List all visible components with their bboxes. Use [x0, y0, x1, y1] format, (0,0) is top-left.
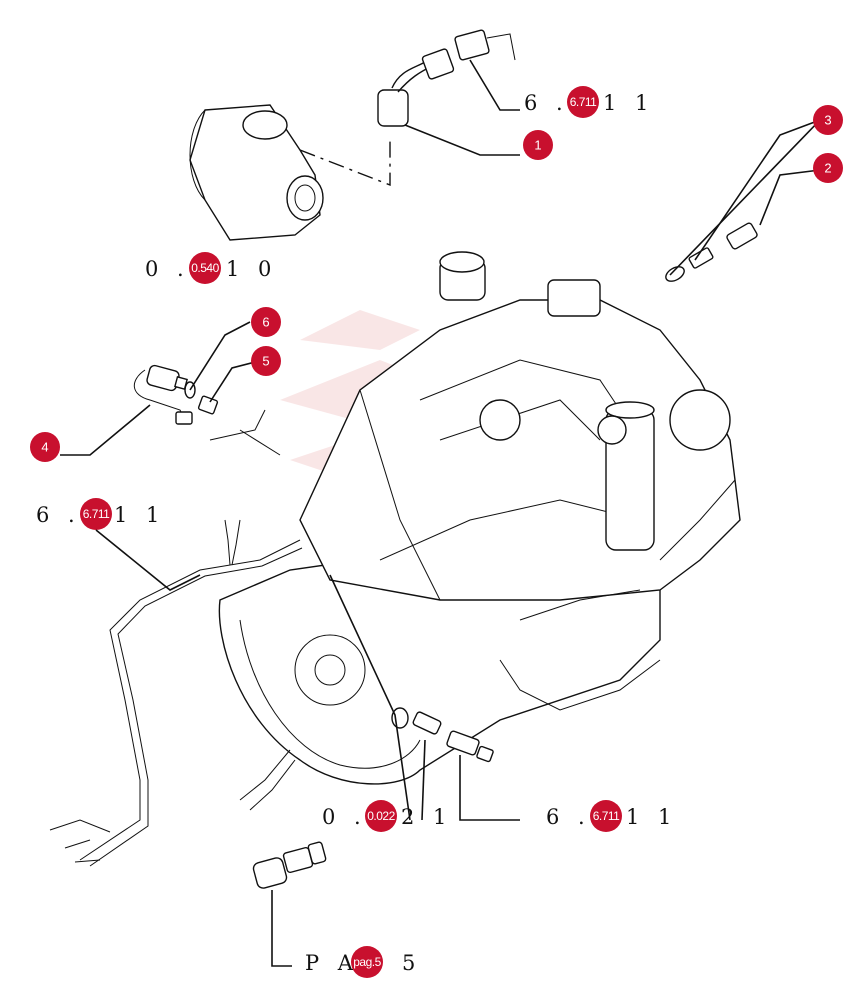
ref-page: P A pag.5 5 [305, 946, 421, 978]
svg-text:3: 3 [824, 113, 831, 128]
engine-block [218, 251, 741, 785]
callout-2: 2 [813, 153, 843, 183]
ref-air-filter: 0 . 0.540 1 0 [145, 252, 277, 284]
temperature-sender-top [665, 222, 758, 282]
ref-lower-left: 0 . 0.022 2 1 [322, 800, 452, 832]
adapter-fitting [197, 395, 219, 415]
callout-1: 1 [523, 130, 553, 160]
svg-text:0 .: 0 . [145, 257, 190, 281]
svg-text:6: 6 [262, 315, 269, 330]
svg-text:6.711: 6.711 [83, 507, 110, 521]
svg-text:6.711: 6.711 [593, 809, 620, 823]
svg-text:1 1: 1 1 [626, 805, 677, 829]
lower-temperature-sender [391, 707, 494, 763]
oil-pressure-switch [133, 364, 193, 425]
callout-6: 6 [251, 307, 281, 337]
callout-5: 5 [251, 346, 281, 376]
svg-text:1: 1 [534, 138, 541, 153]
svg-text:2 1: 2 1 [401, 805, 452, 829]
ref-top-harness: 6 . 6.711 1 1 [524, 86, 654, 118]
svg-text:6 .: 6 . [524, 91, 569, 115]
svg-text:2: 2 [824, 161, 831, 176]
svg-text:6 .: 6 . [36, 503, 81, 527]
svg-text:5: 5 [402, 951, 421, 975]
callout-4: 4 [30, 432, 60, 462]
svg-text:5: 5 [262, 354, 269, 369]
svg-text:6 .: 6 . [546, 805, 591, 829]
leader-1 [404, 124, 520, 156]
svg-text:0 .: 0 . [322, 805, 367, 829]
svg-text:4: 4 [41, 440, 48, 455]
callout-3: 3 [813, 105, 843, 135]
svg-text:1 1: 1 1 [603, 91, 654, 115]
ref-lower-right: 6 . 6.711 1 1 [546, 800, 677, 832]
svg-text:pag.5: pag.5 [353, 955, 381, 969]
svg-text:P A: P A [305, 951, 359, 975]
svg-text:1 0: 1 0 [226, 257, 277, 281]
leader-top-harness [469, 59, 520, 111]
wiring-harness [49, 519, 303, 867]
svg-text:0.540: 0.540 [191, 261, 219, 275]
svg-text:1 1: 1 1 [114, 503, 165, 527]
svg-text:0.022: 0.022 [367, 809, 395, 823]
ref-left-harness: 6 . 6.711 1 1 [36, 498, 165, 530]
air-filter [189, 104, 324, 241]
svg-text:6.711: 6.711 [570, 95, 597, 109]
pressure-sensor [252, 841, 327, 889]
air-filter-sensor [377, 29, 516, 127]
